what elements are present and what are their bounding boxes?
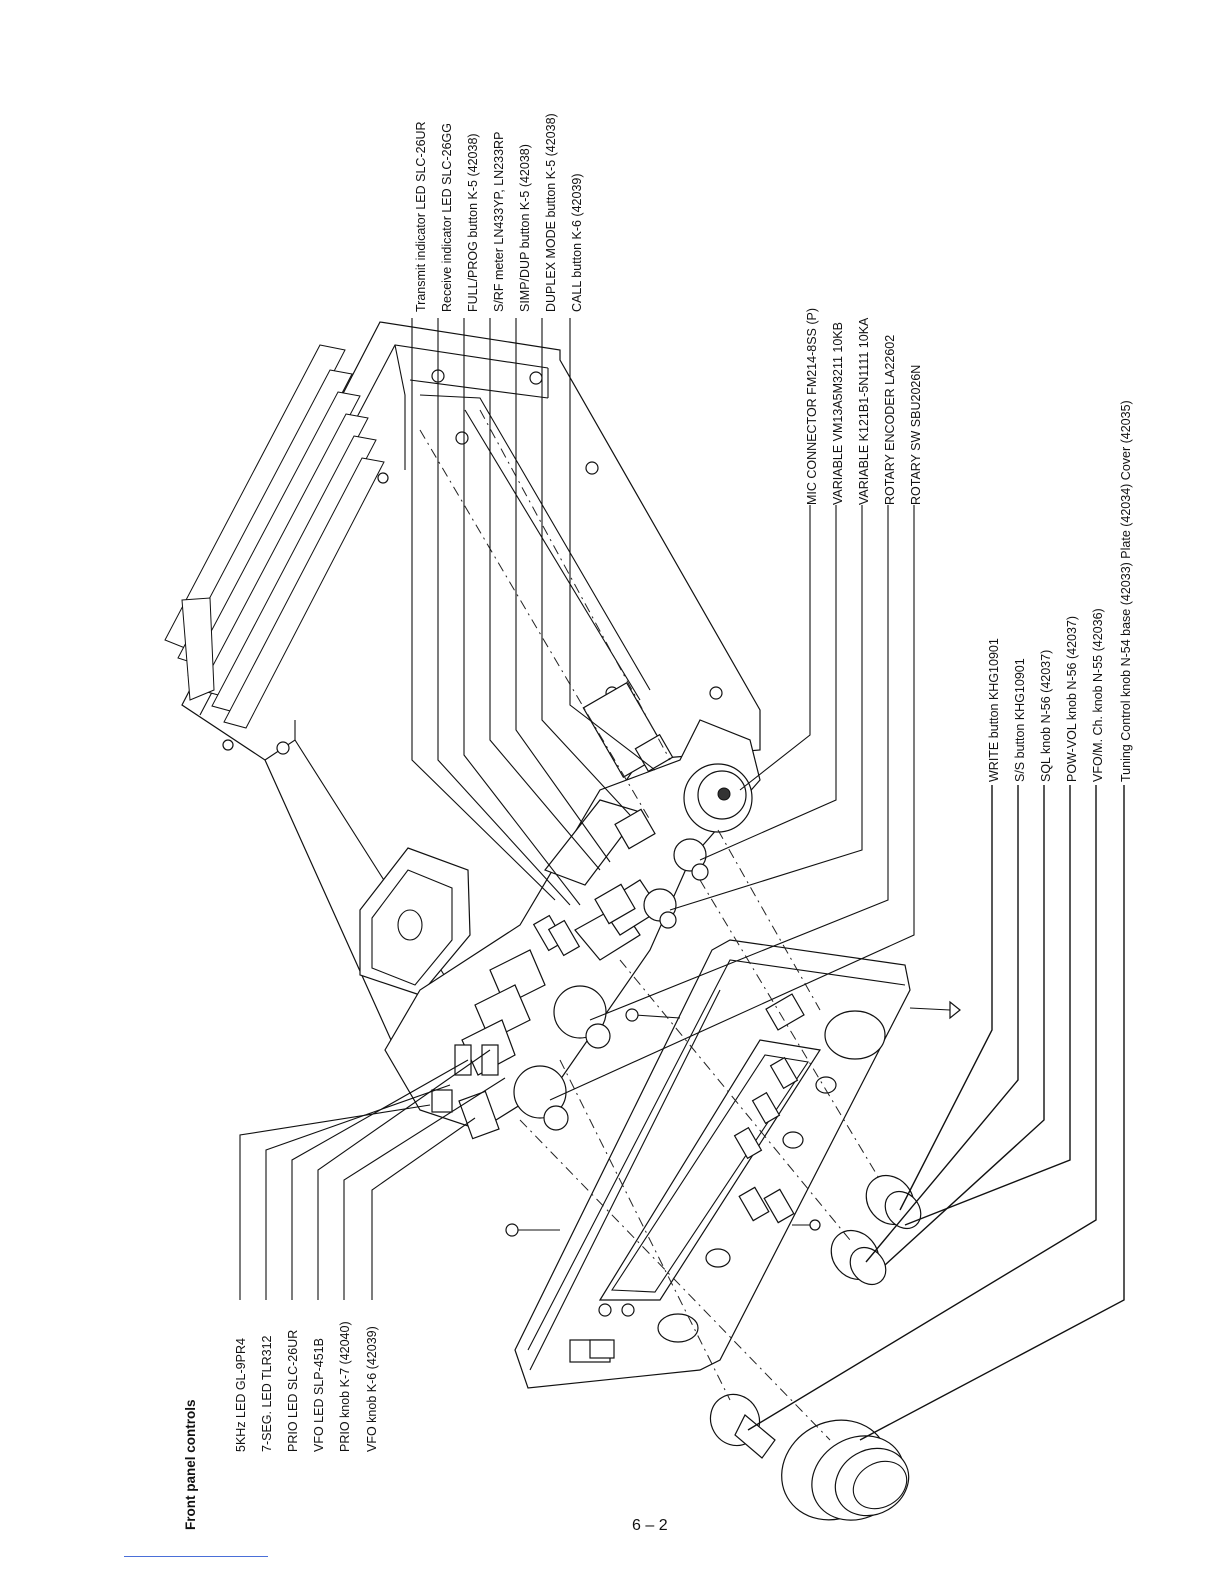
label-prio-knob: PRIO knob K-7 (42040): [338, 1321, 352, 1452]
knobs: [709, 1174, 922, 1521]
page-number: 6 – 2: [632, 1517, 668, 1534]
tuning-control-knob: [781, 1419, 910, 1521]
leader-lines-middle: [549, 505, 915, 1101]
label-sql-knob: SQL knob N-56 (42037): [1039, 650, 1053, 782]
variable-controls: [513, 838, 709, 1131]
labels-top: Transmit indicator LED SLC-26UR Receive …: [414, 113, 584, 312]
label-rotary-switch: ROTARY SW SBU2026N: [909, 365, 923, 505]
label-srf-meter: S/RF meter LN433YP, LN233RP: [492, 132, 506, 312]
title: Front panel controls: [183, 1399, 198, 1530]
label-mic-connector: MIC CONNECTOR FM214-8SS (P): [805, 308, 819, 505]
heat-sink: [164, 344, 385, 729]
label-tuning-control-knob: Tuning Control knob N-54 base (42033) Pl…: [1119, 400, 1133, 782]
label-prio-led: PRIO LED SLC-26UR: [286, 1330, 300, 1452]
pow-vol-knob: [865, 1174, 922, 1230]
diagram-title: Front panel controls: [183, 1399, 198, 1530]
front-panel: [505, 939, 961, 1389]
label-receive-led: Receive indicator LED SLC-26GG: [440, 123, 454, 312]
label-vfo-led: VFO LED SLP-451B: [312, 1338, 326, 1452]
vfo-mch-knob: [709, 1393, 776, 1459]
labels-left: 5KHz LED GL-9PR4 7-SEG. LED TLR312 PRIO …: [234, 1321, 379, 1452]
mic-connector: [683, 763, 753, 833]
label-vfo-mch-knob: VFO/M. Ch. knob N-55 (42036): [1091, 608, 1105, 782]
front-subchassis: [384, 682, 761, 1140]
label-simp-dup-button: SIMP/DUP button K-5 (42038): [518, 144, 532, 312]
label-variable-10ka: VARIABLE K121B1-5N1111 10KA: [857, 317, 871, 505]
label-5khz-led: 5KHz LED GL-9PR4: [234, 1338, 248, 1452]
leader-lines-right: [747, 785, 1125, 1441]
label-variable-10kb: VARIABLE VM13A5M3211 10KB: [831, 322, 845, 505]
label-call-button: CALL button K-6 (42039): [570, 173, 584, 312]
labels-middle: MIC CONNECTOR FM214-8SS (P) VARIABLE VM1…: [805, 308, 923, 505]
footer-rule: [124, 1556, 268, 1557]
leader-lines-top: [411, 318, 656, 906]
label-ss-button: S/S button KHG10901: [1013, 658, 1027, 782]
assembly-centerlines: [419, 409, 881, 1441]
sql-knob: [830, 1229, 887, 1286]
chassis-screws: [222, 369, 723, 755]
label-write-button: WRITE button KHG10901: [987, 638, 1001, 782]
label-duplex-mode-button: DUPLEX MODE button K-5 (42038): [544, 113, 558, 312]
radio-chassis: [164, 321, 761, 1061]
label-7seg-led: 7-SEG. LED TLR312: [260, 1335, 274, 1452]
label-full-prog-button: FULL/PROG button K-5 (42038): [466, 133, 480, 312]
label-pow-vol-knob: POW-VOL knob N-56 (42037): [1065, 616, 1079, 782]
leader-lines-left: [239, 1049, 506, 1300]
label-transmit-led: Transmit indicator LED SLC-26UR: [414, 121, 428, 312]
labels-right: WRITE button KHG10901 S/S button KHG1090…: [987, 400, 1133, 782]
label-vfo-knob: VFO knob K-6 (42039): [365, 1326, 379, 1452]
label-rotary-encoder: ROTARY ENCODER LA22602: [883, 335, 897, 505]
